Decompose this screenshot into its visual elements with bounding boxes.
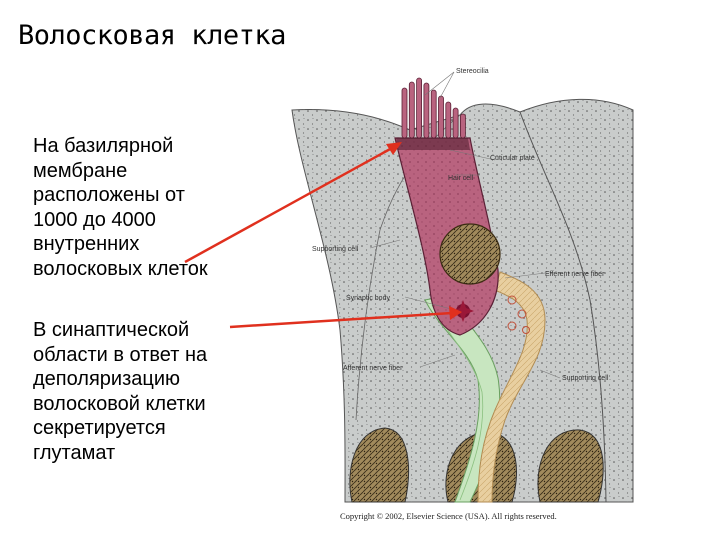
stereocilium	[409, 82, 414, 138]
stereocilium	[417, 78, 422, 138]
label-supporting-cell-left: Supporting cell	[312, 246, 359, 253]
stereocilium	[439, 96, 444, 138]
stereocilium	[446, 102, 451, 138]
label-stereocilia: Stereocilia	[456, 68, 489, 75]
stereocilium	[402, 88, 407, 138]
label-hair-cell: Hair cell	[448, 175, 474, 182]
copyright-notice: Copyright © 2002, Elsevier Science (USA)…	[340, 511, 557, 521]
stereocilium	[431, 90, 436, 138]
hair-cell-nucleus	[440, 224, 500, 284]
label-efferent-nerve-fiber: Efferent nerve fiber	[545, 271, 605, 278]
stereocilium	[460, 114, 465, 138]
stereocilium	[453, 108, 458, 138]
label-synaptic-body: Synaptic body	[346, 295, 390, 302]
stereocilium	[424, 83, 429, 138]
label-supporting-cell-right: Supporting cell	[562, 375, 609, 382]
label-afferent-nerve-fiber: Afferent nerve fiber	[343, 365, 403, 372]
label-cuticular-plate: Cuticular plate	[490, 155, 535, 162]
stereocilia	[402, 78, 465, 138]
